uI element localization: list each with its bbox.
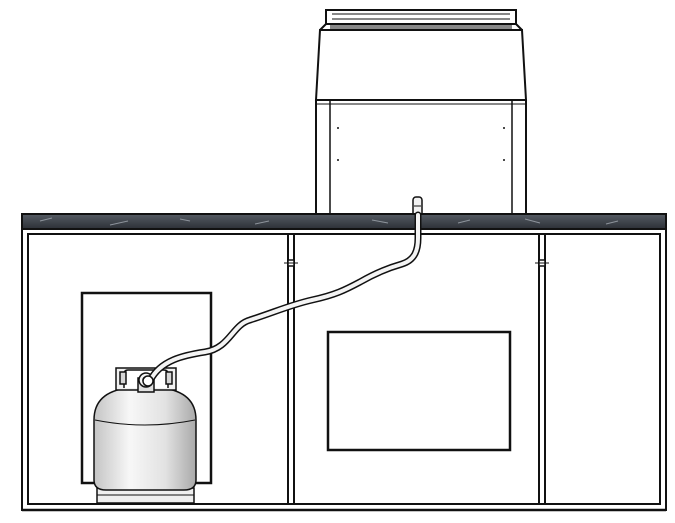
countertop <box>21 213 667 230</box>
cabinet-inner-frame <box>27 233 661 505</box>
grill-handle <box>319 9 523 31</box>
divider-left <box>284 234 298 504</box>
grill-hood <box>314 29 528 101</box>
gas-hose <box>142 211 422 387</box>
tank-body <box>93 387 197 491</box>
propane-tank <box>93 367 197 504</box>
divider-right <box>535 234 549 504</box>
grill-head <box>314 9 528 218</box>
hose-regulator <box>142 375 154 387</box>
hood-vent-lines <box>330 25 512 29</box>
access-door <box>326 330 512 452</box>
